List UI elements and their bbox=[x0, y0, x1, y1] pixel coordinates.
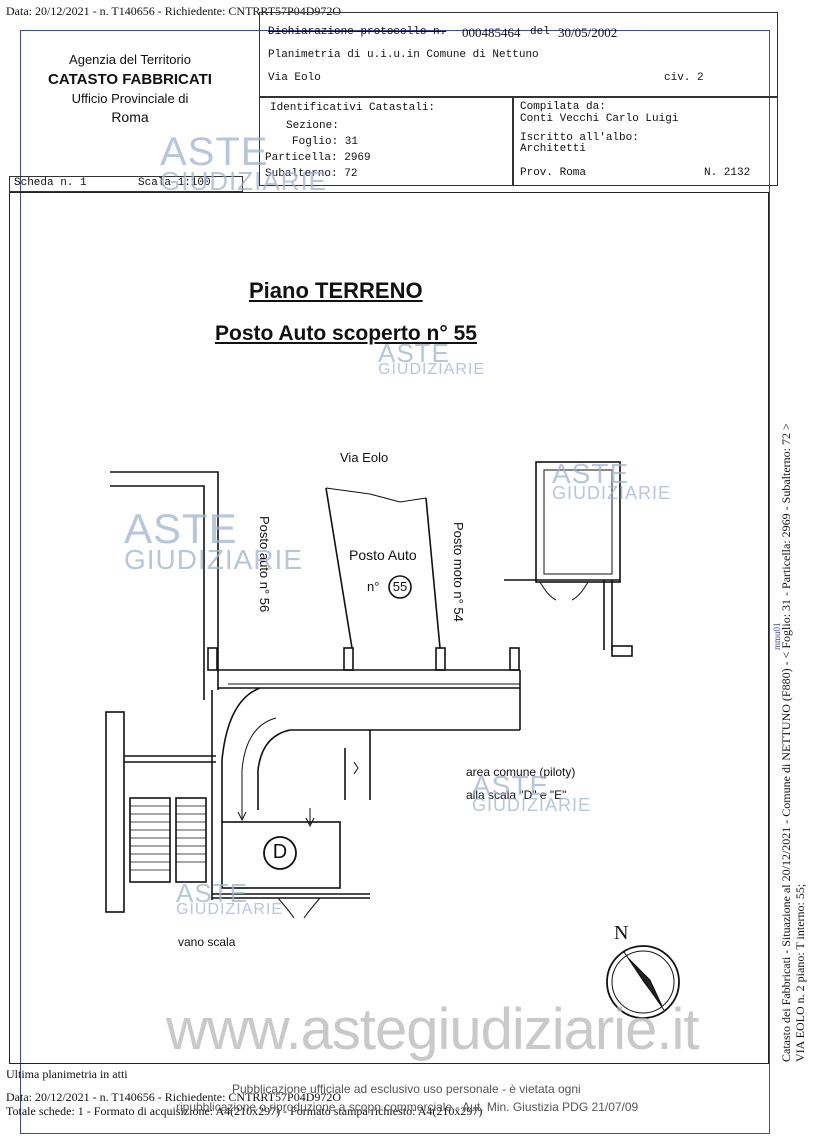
agency-block: Agenzia del Territorio CATASTO FABBRICAT… bbox=[30, 52, 230, 125]
albo-value: Architetti bbox=[520, 143, 587, 155]
side-small-code: mmu01 bbox=[772, 622, 782, 650]
watermark-aste-text: ASTE bbox=[160, 130, 269, 174]
particella: Particella: 2969 bbox=[265, 152, 371, 164]
n55-number: 55 bbox=[392, 579, 408, 594]
vano-scala-label: vano scala bbox=[178, 935, 236, 949]
scala-d-label: D bbox=[272, 841, 288, 863]
watermark-aste-text-2: ASTE bbox=[378, 338, 450, 368]
declaration-date: 30/05/2002 bbox=[558, 25, 618, 40]
via-eolo-label: Via Eolo bbox=[340, 450, 389, 465]
declaration-label: Dichiarazione protocollo n. bbox=[268, 26, 447, 38]
watermark-giudiziarie-text-5: GIUDIZIARIE bbox=[472, 795, 592, 815]
subalterno: Subalterno: 72 bbox=[265, 168, 358, 180]
watermark-aste-text-5: ASTE bbox=[472, 770, 550, 801]
plan-subtitle: Posto Auto scoperto n° 55 bbox=[215, 322, 477, 345]
posto-moto-54-label: Posto moto n° 54 bbox=[451, 522, 466, 622]
area-comune-line2: alla scala "D" e "E" bbox=[466, 788, 567, 802]
side-text-2: VIA EOLO n. 2 piano: T interno: 55; bbox=[793, 883, 807, 1062]
compilata-box bbox=[512, 96, 778, 186]
watermark-site: www.astegiudiziarie.it bbox=[166, 997, 699, 1062]
watermark-aste: ASTE GIUDIZIARIE bbox=[160, 132, 327, 194]
watermark-giudiziarie-text: GIUDIZIARIE bbox=[160, 166, 328, 196]
watermark-aste-2: ASTE GIUDIZIARIE bbox=[378, 340, 485, 378]
watermark-giudiziarie-text-4: GIUDIZIARIE bbox=[552, 483, 672, 503]
prov: Prov. Roma bbox=[520, 167, 587, 179]
watermark-aste-4: ASTE GIUDIZIARIE bbox=[552, 458, 672, 503]
watermark-giudiziarie-text-6: GIUDIZIARIE bbox=[176, 901, 284, 918]
footer-pub1: Pubblicazione ufficiale ad esclusivo uso… bbox=[232, 1082, 581, 1096]
agency-line3: Ufficio Provinciale di bbox=[71, 91, 189, 106]
area-comune-line1: area comune (piloty) bbox=[466, 765, 576, 779]
declaration-del: del bbox=[530, 26, 550, 38]
watermark-aste-5: ASTE GIUDIZIARIE bbox=[472, 770, 592, 815]
iscritto-label: Iscritto all'albo: bbox=[520, 132, 639, 144]
watermark-giudiziarie-text-2: GIUDIZIARIE bbox=[378, 361, 486, 378]
footer-pub2: ripubblicazione o riproduzione a scopo c… bbox=[176, 1100, 639, 1114]
watermark-aste-text-4: ASTE bbox=[552, 458, 630, 489]
footer-data: Data: 20/12/2021 - n. T140656 - Richiede… bbox=[6, 1090, 342, 1104]
posto-auto-label: Posto Auto bbox=[349, 547, 417, 563]
footer-totale: Totale schede: 1 - Formato di acquisizio… bbox=[6, 1104, 483, 1118]
plan-frame bbox=[9, 192, 769, 1064]
compilata-name: Conti Vecchi Carlo Luigi bbox=[520, 113, 679, 125]
identificativi-box bbox=[259, 96, 514, 186]
watermark-aste-6: ASTE GIUDIZIARIE bbox=[176, 880, 283, 918]
sezione: Sezione: bbox=[286, 120, 339, 132]
declaration-box bbox=[259, 12, 778, 98]
planimetria-line: Planimetria di u.i.u.in Comune di Nettun… bbox=[268, 49, 539, 61]
watermark-aste-text-3: ASTE bbox=[124, 505, 238, 552]
via-line: Via Eolo bbox=[268, 72, 321, 84]
agency-line2: CATASTO FABBRICATI bbox=[48, 71, 212, 88]
side-text-1: Catasto dei Fabbricati - Situazione al 2… bbox=[779, 423, 793, 1062]
agency-line4: Roma bbox=[111, 109, 149, 125]
plan-title: Piano TERRENO bbox=[249, 278, 423, 303]
identificativi-title: Identificativi Catastali: bbox=[270, 102, 436, 114]
watermark-aste-3: ASTE GIUDIZIARIE bbox=[124, 508, 303, 574]
watermark-aste-text-6: ASTE bbox=[176, 878, 248, 908]
outer-frame bbox=[20, 30, 770, 1134]
footer-ultima: Ultima planimetria in atti bbox=[6, 1067, 128, 1081]
foglio: Foglio: 31 bbox=[292, 136, 359, 148]
agency-line1: Agenzia del Territorio bbox=[69, 52, 191, 67]
scheda-box bbox=[9, 176, 243, 192]
n55-prefix: n° bbox=[367, 579, 380, 594]
north-label: N bbox=[614, 922, 629, 944]
declaration-number: 000485464 bbox=[462, 25, 521, 40]
watermark-giudiziarie-text-3: GIUDIZIARIE bbox=[124, 544, 304, 575]
civ-line: civ. 2 bbox=[664, 72, 704, 84]
compilata-label: Compilata da: bbox=[520, 101, 606, 113]
scheda-number: Scheda n. 1 bbox=[14, 177, 87, 189]
request-line: Data: 20/12/2021 - n. T140656 - Richiede… bbox=[6, 4, 342, 18]
scala: Scala 1:100 bbox=[138, 177, 211, 189]
albo-number: N. 2132 bbox=[704, 167, 751, 179]
